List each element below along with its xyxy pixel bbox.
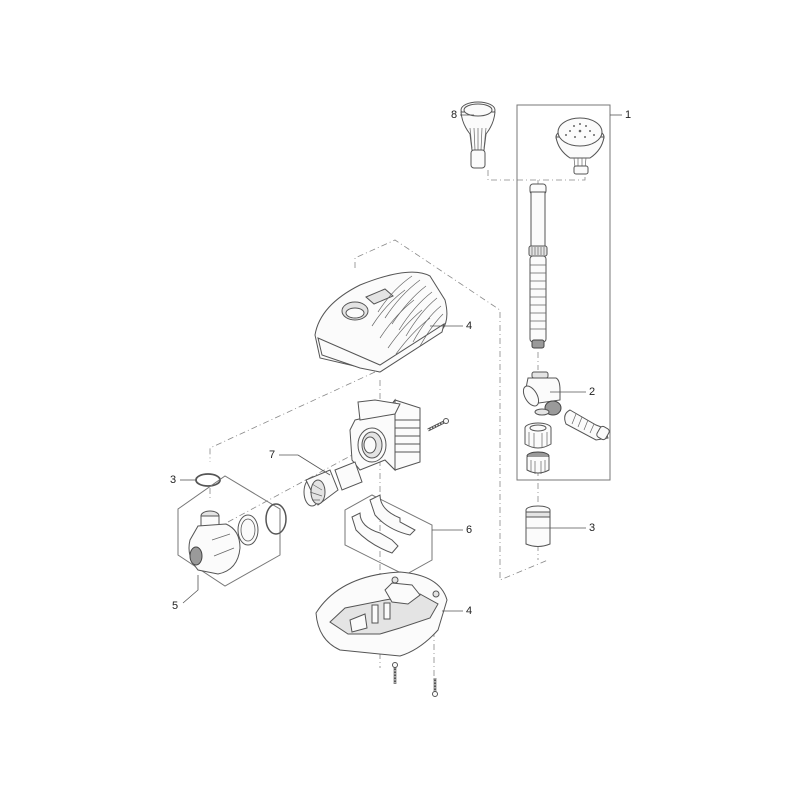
callout-8: 8 <box>451 109 458 121</box>
callout-7: 7 <box>269 449 276 461</box>
callout-3-oring: 3 <box>170 474 177 486</box>
adapter-connector-part <box>525 505 586 547</box>
callout-4-bottom: 4 <box>466 605 473 617</box>
threaded-ring-part <box>526 451 550 474</box>
t-piece-part <box>522 371 586 416</box>
callout-4-top: 4 <box>466 320 473 332</box>
filter-housing-bottom-part <box>315 571 463 657</box>
base-screws-part <box>392 662 438 697</box>
pump-chamber-group <box>177 475 287 604</box>
callout-2: 2 <box>589 386 596 398</box>
callout-5: 6 <box>466 524 473 536</box>
callout-1: 1 <box>625 109 632 121</box>
bell-nozzle-part <box>460 101 496 169</box>
union-nut-part <box>524 422 552 449</box>
filter-housing-top-part <box>314 271 463 373</box>
callout-3-adapter: 3 <box>589 522 596 534</box>
callout-6: 5 <box>172 600 179 612</box>
telescopic-riser-part <box>528 183 548 349</box>
motor-holder-part <box>344 494 463 576</box>
set-1-frame <box>516 104 611 481</box>
screw-part <box>427 418 449 432</box>
spray-head-part <box>555 117 605 175</box>
hose-adapter-part <box>564 409 610 441</box>
motor-part <box>349 398 449 472</box>
impeller-part <box>279 454 363 507</box>
